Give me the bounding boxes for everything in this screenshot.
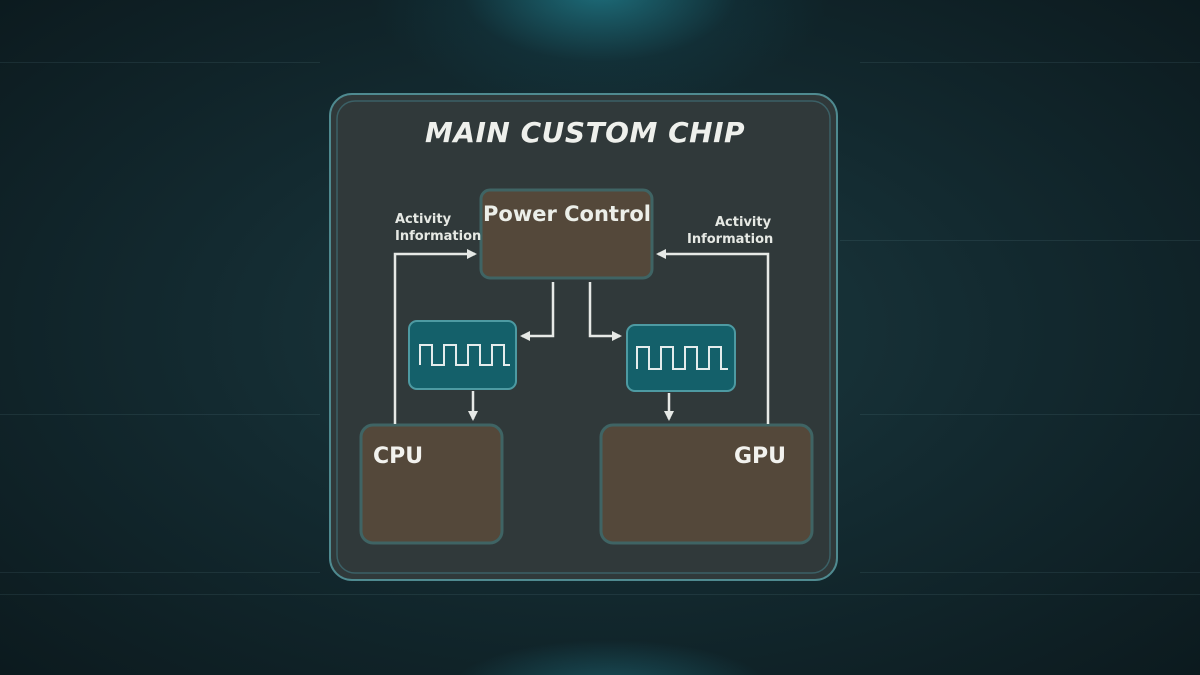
- gpu-activity-arrow: [656, 249, 770, 424]
- cpu-activity-label: Activity Information: [395, 211, 481, 245]
- gpu-activity-line2: Information: [687, 232, 774, 247]
- clock-waveform-icon: [419, 344, 510, 366]
- scanline: [0, 572, 320, 573]
- clock-waveform-icon: [636, 346, 728, 370]
- cpu-label: CPU: [373, 444, 424, 469]
- power-control-block: [479, 188, 654, 280]
- cpu-activity-line1: Activity: [395, 212, 452, 227]
- gpu-block: [599, 423, 814, 545]
- diagram-title: MAIN CUSTOM CHIP: [424, 116, 746, 149]
- scanline: [860, 414, 1200, 415]
- cpu-block: [359, 423, 504, 545]
- gpu-clock-block: [626, 324, 736, 392]
- gpu-label: GPU: [734, 444, 787, 469]
- gpu-activity-label: Activity Information: [687, 214, 773, 248]
- scanline: [860, 62, 1200, 63]
- cpu-clock-block: [408, 320, 517, 390]
- scanline: [840, 240, 1200, 241]
- cpu-activity-arrow: [393, 249, 477, 424]
- scanline: [0, 62, 320, 63]
- cpu-activity-line2: Information: [395, 229, 482, 244]
- gpu-activity-line1: Activity: [715, 215, 772, 230]
- scanline: [0, 594, 1200, 595]
- power-control-label: Power Control: [483, 202, 651, 226]
- scanline: [0, 414, 320, 415]
- power-to-gpu-clock-arrow: [588, 282, 622, 341]
- scanline: [860, 572, 1200, 573]
- power-to-cpu-clock-arrow: [520, 282, 555, 341]
